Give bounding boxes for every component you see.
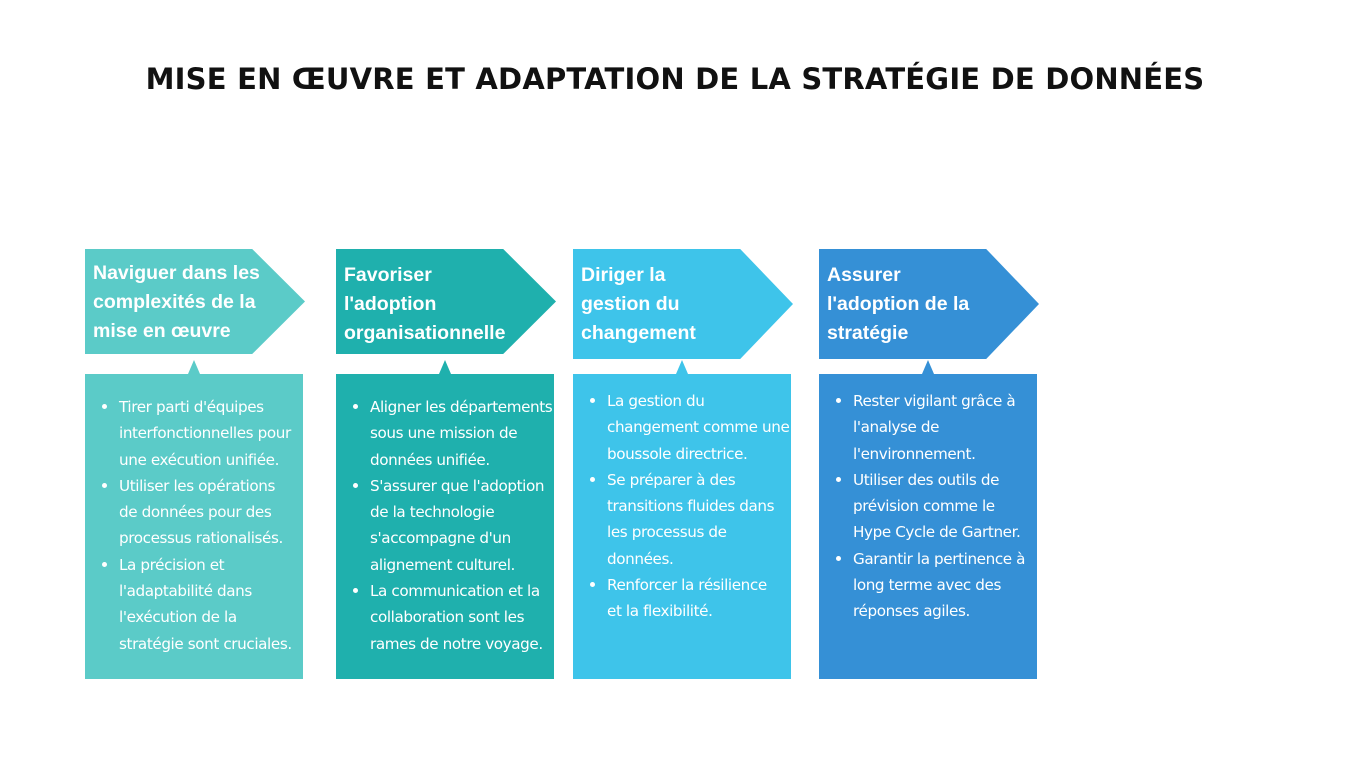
bullet-item: La communication et la	[350, 578, 550, 604]
bullet-item: Rester vigilant grâce à	[833, 388, 1033, 414]
bullet-continuation: une exécution unifiée.	[119, 450, 280, 469]
bullet-continuation: de données pour des	[119, 503, 272, 522]
bullet-continuation: les processus de	[607, 523, 727, 542]
bullet-continuation: transitions fluides dans	[607, 497, 775, 516]
bullet-item: Utiliser des outils de	[833, 467, 1033, 493]
bullet-continuation: Hype Cycle de Gartner.	[853, 523, 1021, 542]
step-arrow-header: Favoriser l'adoption organisationnelle	[336, 249, 556, 354]
arrow-shape	[573, 249, 793, 359]
step-title-line: mise en œuvre	[93, 320, 231, 342]
bullet-item: Garantir la pertinence à	[833, 546, 1033, 572]
bullet-continuation: et la flexibilité.	[607, 602, 713, 621]
bullet-continuation: l'exécution de la	[119, 608, 237, 627]
bullet-continuation: l'analyse de	[853, 418, 940, 437]
bullet-continuation: collaboration sont les	[370, 608, 525, 627]
bullet-list: Tirer parti d'équipes interfonctionnelles…	[99, 394, 299, 657]
step-title: Assurer l'adoption de la stratégie	[827, 261, 1037, 348]
bullet-item: Aligner les départements	[350, 394, 553, 420]
arrow-shape	[819, 249, 1039, 359]
bullet-item: Renforcer la résilience	[587, 572, 787, 598]
bullet-continuation: l'environnement.	[853, 444, 976, 463]
step-body-box: Tirer parti d'équipes interfonctionnelles…	[85, 360, 303, 679]
box-pointer	[188, 360, 200, 374]
bullet-list: Rester vigilant grâce à l'analyse de l'env…	[833, 388, 1033, 625]
bullet-continuation: s'accompagne d'un	[370, 529, 511, 548]
step-title-line: stratégie	[827, 322, 909, 344]
bullet-continuation: changement comme une	[607, 418, 790, 437]
box-pointer	[676, 360, 688, 374]
step-title-line: l'adoption de la	[827, 293, 970, 315]
step-title-line: Assurer	[827, 264, 901, 286]
step-title: Naviguer dans les complexités de la mise e…	[93, 259, 303, 346]
step-title-line: l'adoption	[344, 293, 437, 315]
step-body-box: Rester vigilant grâce à l'analyse de l'env…	[819, 360, 1037, 679]
bullet-continuation: prévision comme le	[853, 497, 995, 516]
bullet-continuation: réponses agiles.	[853, 602, 970, 621]
bullet-item: La précision et	[99, 552, 299, 578]
bullet-continuation: l'adaptabilité dans	[119, 582, 252, 601]
step-title-line: Naviguer dans les	[93, 262, 260, 284]
bullet-item: La gestion du	[587, 388, 787, 414]
bullet-continuation: processus rationalisés.	[119, 529, 283, 548]
bullet-continuation: interfonctionnelles pour	[119, 424, 291, 443]
arrow-shape	[85, 249, 305, 354]
step-title-line: complexités de la	[93, 291, 256, 313]
bullet-item: Tirer parti d'équipes	[99, 394, 299, 420]
box-pointer	[922, 360, 934, 374]
step-title-line: changement	[581, 322, 696, 344]
step-title-line: Diriger la	[581, 264, 666, 286]
bullet-continuation: données unifiée.	[370, 450, 490, 469]
bullet-continuation: de la technologie	[370, 503, 495, 522]
page-title: MISE EN ŒUVRE ET ADAPTATION DE LA STRATÉ…	[145, 62, 1205, 96]
step-title-line: organisationnelle	[344, 322, 506, 344]
bullet-continuation: sous une mission de	[370, 424, 518, 443]
bullet-continuation: données.	[607, 549, 674, 568]
bullet-continuation: rames de notre voyage.	[370, 634, 543, 653]
bullet-list: La gestion du changement comme une boussol…	[587, 388, 790, 625]
bullet-continuation: long terme avec des	[853, 576, 1001, 595]
bullet-continuation: stratégie sont cruciales.	[119, 634, 292, 653]
step-arrow-header: Diriger la gestion du changement	[573, 249, 793, 359]
bullet-continuation: alignement culturel.	[370, 555, 515, 574]
step-arrow-header: Assurer l'adoption de la stratégie	[819, 249, 1039, 359]
bullet-continuation: boussole directrice.	[607, 444, 748, 463]
step-arrow-header: Naviguer dans les complexités de la mise e…	[85, 249, 305, 354]
bullet-list: Aligner les départements sous une mission…	[350, 394, 553, 657]
step-body-box: La gestion du changement comme une boussol…	[573, 360, 791, 679]
step-title: Diriger la gestion du changement	[581, 261, 791, 348]
step-body-box: Aligner les départements sous une mission…	[336, 360, 554, 679]
step-title-line: Favoriser	[344, 264, 432, 286]
arrow-shape	[336, 249, 556, 354]
box-pointer	[439, 360, 451, 374]
step-title: Favoriser l'adoption organisationnelle	[344, 261, 554, 348]
bullet-item: Se préparer à des	[587, 467, 787, 493]
bullet-item: Utiliser les opérations	[99, 473, 299, 499]
bullet-item: S'assurer que l'adoption	[350, 473, 550, 499]
step-title-line: gestion du	[581, 293, 680, 315]
